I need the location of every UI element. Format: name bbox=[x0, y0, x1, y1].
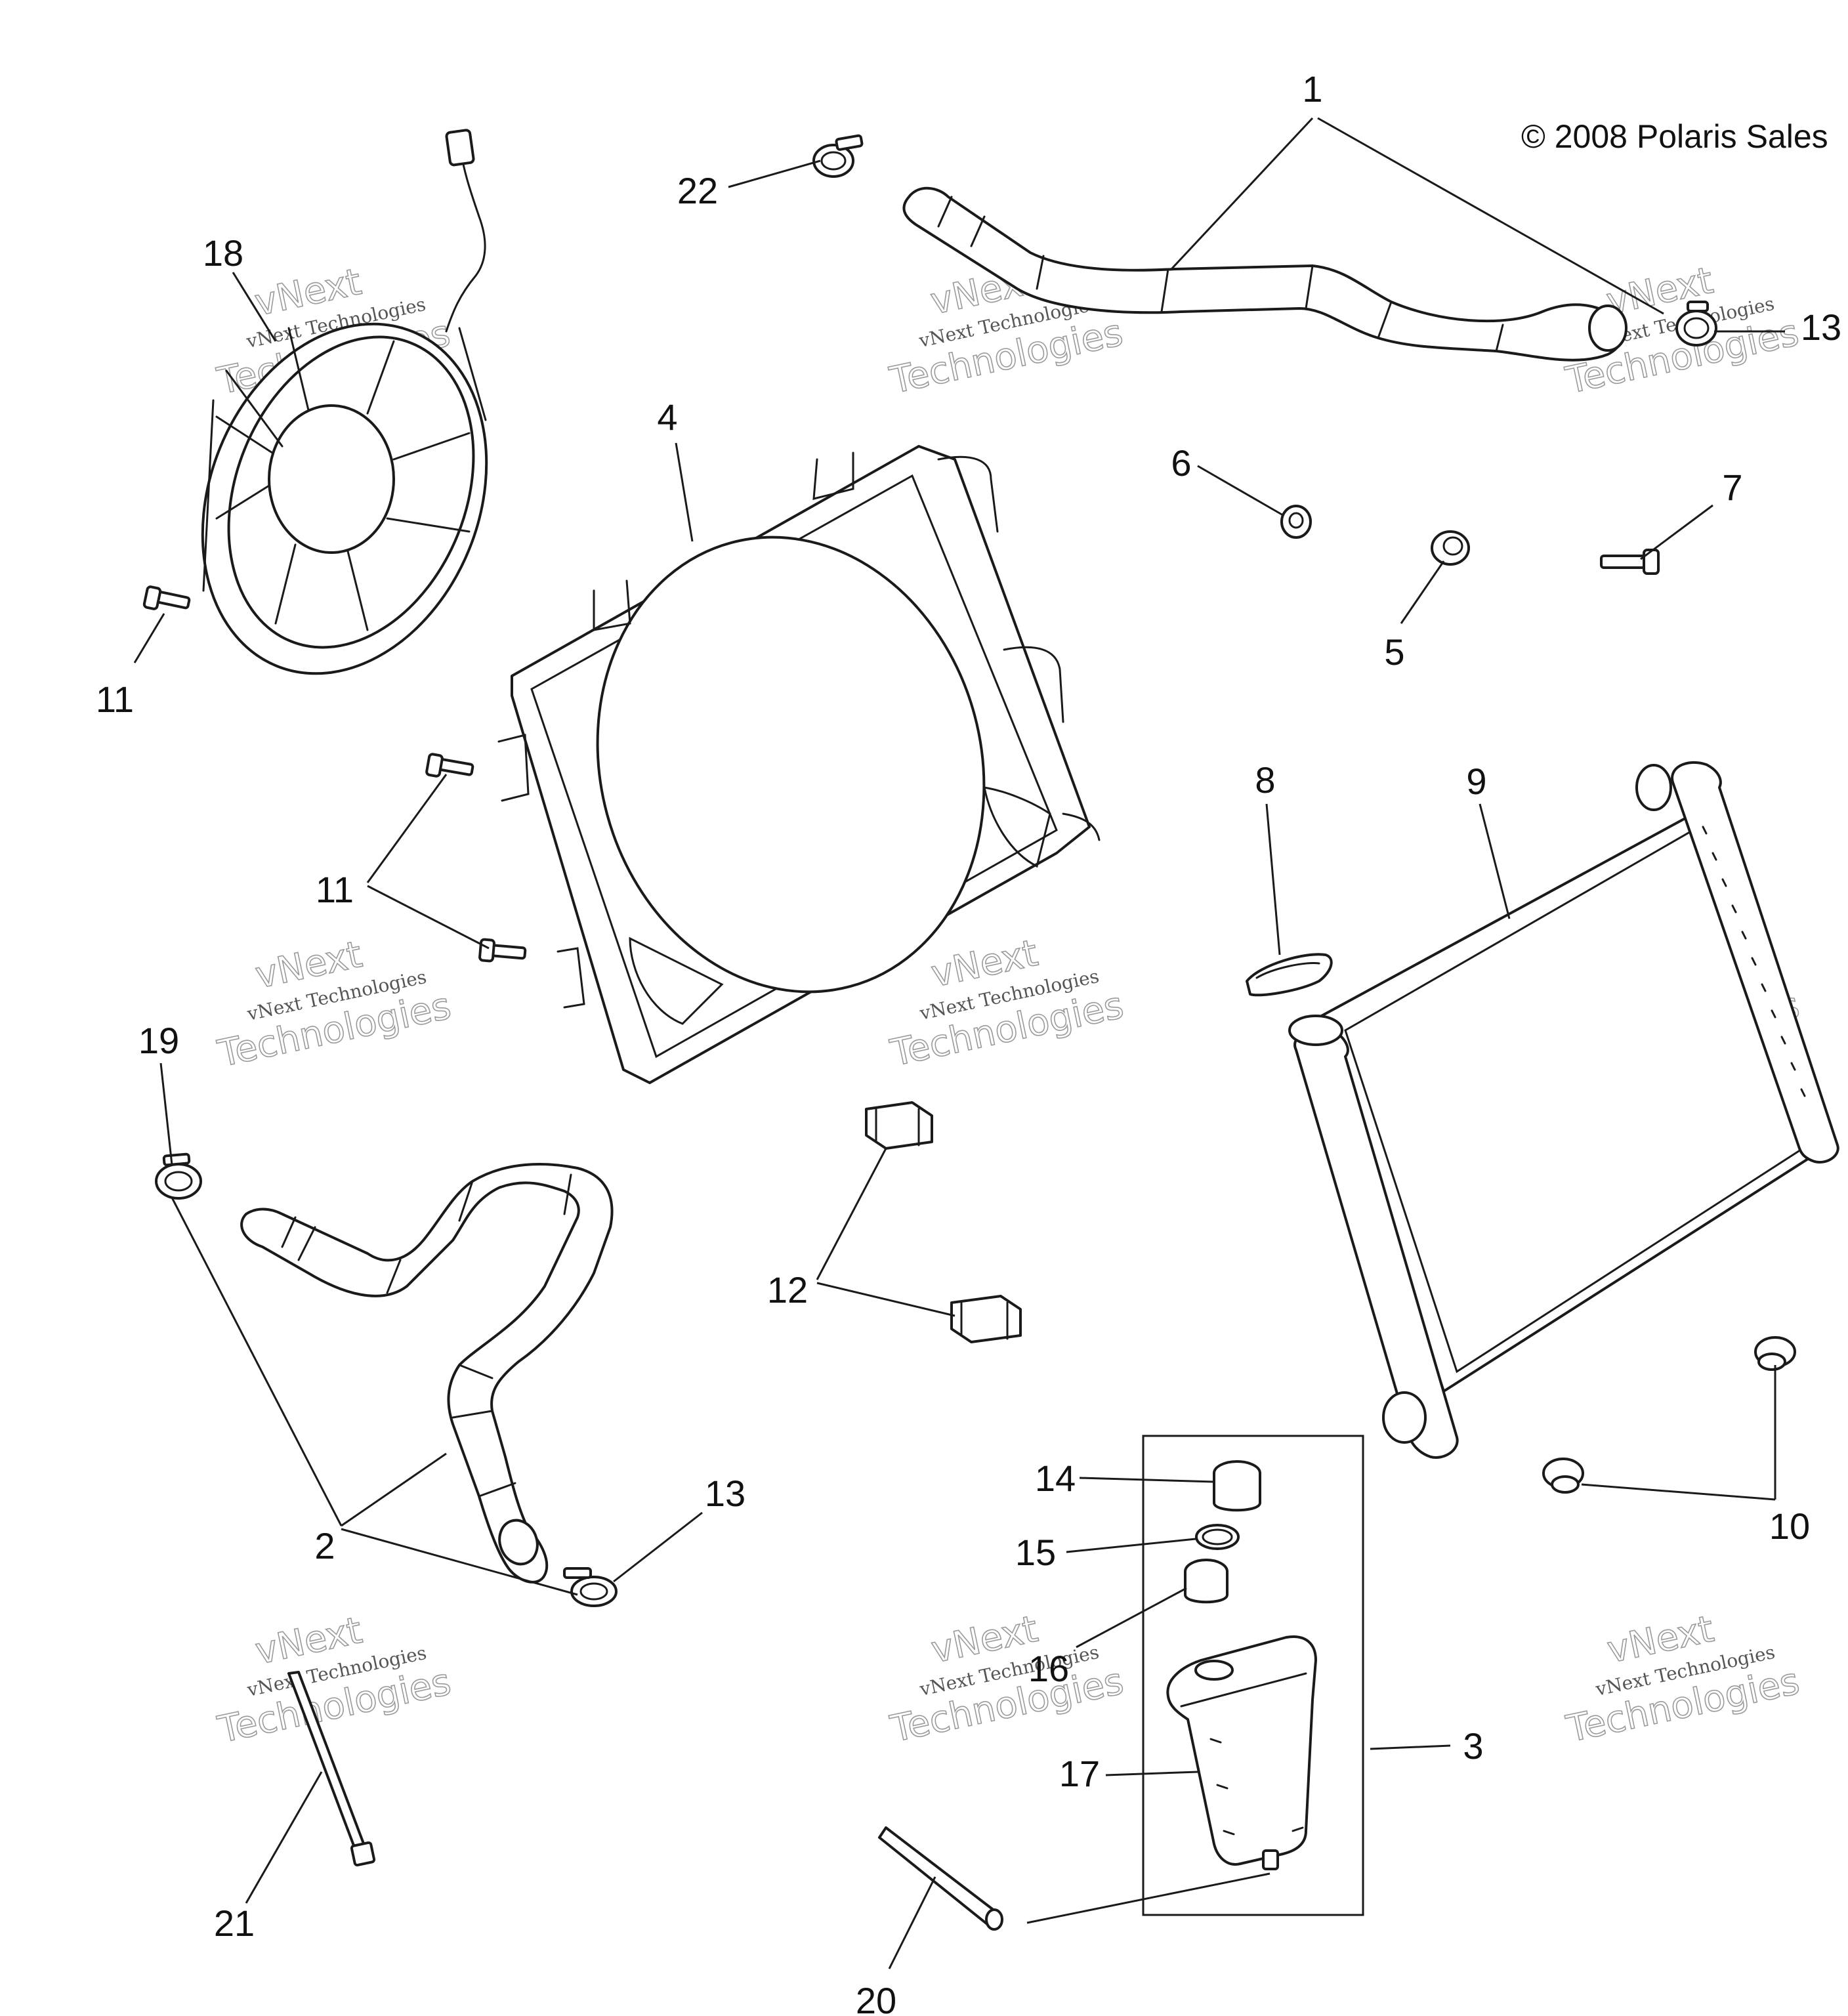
callout-18: 18 bbox=[203, 232, 243, 274]
callout-20: 20 bbox=[856, 1980, 896, 2016]
part-3-group-box bbox=[1142, 1435, 1364, 1916]
part-14-bottle-cap bbox=[1213, 1460, 1261, 1512]
callout-3: 3 bbox=[1463, 1725, 1483, 1767]
part-19-hose-clamp bbox=[155, 1152, 202, 1200]
callout-11: 11 bbox=[96, 679, 134, 720]
part-18-cooling-fan bbox=[201, 129, 488, 675]
part-10-grommet bbox=[1754, 1336, 1796, 1371]
callout-9: 9 bbox=[1466, 761, 1486, 802]
part-13-hose-clamp bbox=[1675, 301, 1717, 346]
part-8-radiator-cap bbox=[1246, 953, 1333, 997]
callout-19: 19 bbox=[138, 1020, 179, 1061]
part-20-overflow-hose bbox=[878, 1826, 1003, 1931]
part-2-lower-hose bbox=[240, 1163, 614, 1584]
callout-4: 4 bbox=[657, 396, 677, 438]
part-15-o-ring bbox=[1195, 1524, 1240, 1550]
callout-14: 14 bbox=[1035, 1458, 1076, 1499]
copyright-notice: © 2008 Polaris Sales bbox=[1521, 118, 1828, 155]
callout-6: 6 bbox=[1171, 442, 1191, 484]
callout-10: 10 bbox=[1769, 1505, 1810, 1547]
callout-7: 7 bbox=[1722, 467, 1742, 508]
watermark-7: vNext vNext Technologies Technologies bbox=[214, 1608, 455, 1752]
callout-2: 2 bbox=[314, 1525, 335, 1566]
part-5-grommet bbox=[1431, 530, 1470, 566]
part-10-grommet bbox=[1542, 1458, 1584, 1494]
part-11-bolt bbox=[142, 585, 191, 610]
watermark-9: vNext vNext Technologies Technologies bbox=[1562, 1607, 1803, 1752]
part-9-radiator bbox=[1288, 761, 1839, 1459]
part-16-bottle-filter bbox=[1184, 1559, 1228, 1604]
callout-17: 17 bbox=[1059, 1753, 1100, 1794]
part-4-fan-shroud bbox=[497, 445, 1101, 1084]
part-21-cable-tie bbox=[287, 1671, 376, 1867]
part-13-hose-clamp bbox=[563, 1567, 618, 1607]
part-17-coolant-bottle bbox=[1166, 1635, 1317, 1870]
watermark-8: vNext vNext Technologies Technologies bbox=[886, 1607, 1127, 1752]
callout-13: 13 bbox=[705, 1473, 746, 1514]
part-7-bolt bbox=[1600, 549, 1660, 575]
part-12-mount bbox=[865, 1101, 933, 1150]
callout-8: 8 bbox=[1255, 759, 1275, 801]
leader-lines bbox=[133, 117, 1785, 1969]
callout-5: 5 bbox=[1384, 631, 1404, 673]
part-22-hose-clamp bbox=[812, 134, 864, 178]
callout-16: 16 bbox=[1028, 1648, 1069, 1689]
part-11-bolt bbox=[425, 753, 474, 778]
part-11-bolt bbox=[478, 938, 527, 963]
callout-1: 1 bbox=[1302, 68, 1322, 110]
part-12-mount bbox=[950, 1295, 1022, 1343]
callout-11: 11 bbox=[316, 869, 354, 910]
callout-12: 12 bbox=[767, 1269, 808, 1311]
callout-21: 21 bbox=[214, 1902, 255, 1944]
callout-15: 15 bbox=[1015, 1532, 1056, 1573]
watermark-4: vNext vNext Technologies Technologies bbox=[214, 933, 455, 1076]
callout-13: 13 bbox=[1801, 306, 1841, 348]
part-6-flange-nut bbox=[1280, 505, 1312, 539]
callout-22: 22 bbox=[677, 170, 718, 211]
part-1-upper-hose bbox=[902, 186, 1628, 362]
